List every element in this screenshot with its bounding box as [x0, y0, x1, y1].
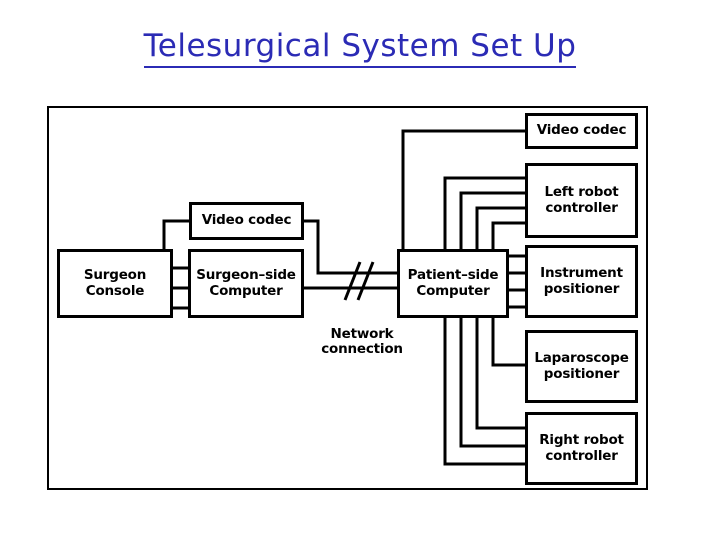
edge-console-videocodec-left: [162, 219, 189, 249]
edge-patientcomputer-leftrobot-2: [459, 191, 525, 249]
page-title-text: Telesurgical System Set Up: [143, 28, 577, 68]
network-break-slash-2: [356, 261, 375, 301]
edge-patientcomputer-leftrobot-4: [491, 221, 525, 249]
node-video-codec-left[interactable]: Video codec: [189, 202, 304, 240]
node-video-codec-right-label: Video codec: [536, 122, 627, 139]
page-title: Telesurgical System Set Up: [0, 28, 720, 68]
node-patient-side-computer-label: Patient–side Computer: [407, 267, 499, 299]
node-surgeon-console-label: Surgeon Console: [83, 267, 147, 299]
node-right-robot-controller-label: Right robot controller: [539, 432, 624, 464]
edge-patientcomputer-rightrobot-2: [459, 318, 525, 448]
edge-patientcomputer-leftrobot-1: [443, 176, 525, 249]
edge-patientcomputer-laparoscope: [491, 318, 525, 367]
node-video-codec-right[interactable]: Video codec: [525, 113, 638, 149]
network-break-slash-1: [343, 261, 362, 301]
edge-patientcomputer-rightrobot-1: [475, 318, 525, 430]
node-surgeon-side-computer[interactable]: Surgeon–side Computer: [188, 249, 304, 318]
edge-patientcomputer-rightrobot-3: [443, 318, 525, 466]
node-patient-side-computer[interactable]: Patient–side Computer: [397, 249, 509, 318]
network-connection-label-text: Network connection: [321, 326, 403, 358]
node-left-robot-controller[interactable]: Left robot controller: [525, 163, 638, 238]
node-surgeon-side-computer-label: Surgeon–side Computer: [196, 267, 296, 299]
node-instrument-positioner-label: Instrument positioner: [540, 265, 623, 297]
node-surgeon-console[interactable]: Surgeon Console: [57, 249, 173, 318]
node-video-codec-left-label: Video codec: [201, 212, 292, 229]
edge-patientcomputer-videocodec-right: [401, 129, 525, 249]
node-laparoscope-positioner-label: Laparoscope positioner: [534, 350, 629, 382]
network-connection-label: Network connection: [312, 312, 412, 357]
node-left-robot-controller-label: Left robot controller: [544, 184, 619, 216]
node-instrument-positioner[interactable]: Instrument positioner: [525, 245, 638, 318]
edge-videocodec-left-network: [304, 219, 397, 275]
node-right-robot-controller[interactable]: Right robot controller: [525, 412, 638, 485]
node-laparoscope-positioner[interactable]: Laparoscope positioner: [525, 330, 638, 403]
edge-patientcomputer-leftrobot-3: [475, 206, 525, 249]
